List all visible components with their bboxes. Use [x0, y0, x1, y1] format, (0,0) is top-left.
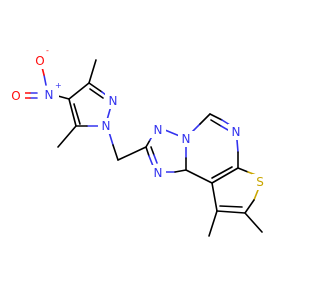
bond-triazole-c2-n1-c: [145, 146, 150, 157]
bond-pyrazole-c3-c4: [68, 82, 90, 100]
bond-n1-ch2-c: [112, 144, 119, 161]
triazole-n4-label: N: [182, 132, 191, 146]
bond-pyrimidine-c6a-c9a: [211, 167, 239, 184]
bond-c7-methyl: [244, 212, 263, 233]
bond-c8-methyl: [208, 210, 218, 237]
bond-nitro-o-top-n: [43, 74, 47, 86]
triazole-n1-label: N: [154, 166, 163, 180]
bond-thiophene-c6a-s-c: [237, 167, 249, 173]
bond-pyrimidine-n6-c6a-n: [236, 139, 239, 153]
bond-n1-ch2-n: [108, 131, 114, 146]
bond-triazole-c2-n1-double: [150, 146, 155, 156]
bond-pyrimidine-c5-n6-double-n: [220, 125, 229, 131]
bond-c5-methyl: [57, 125, 77, 148]
bond-pyrimidine-c5-n6-double: [210, 119, 222, 127]
bond-pyrazole-c4-c5-double: [73, 103, 81, 125]
bond-thiophene-s-c7-s: [253, 189, 259, 201]
bond-ch2-triazole-c2: [117, 146, 147, 161]
bond-thiophene-c7-c8: [216, 210, 246, 214]
nitro-oxygen-top-charge: -: [46, 46, 49, 55]
nitro-nitrogen-label: N: [45, 88, 54, 102]
thiophene-sulfur-label: S: [256, 175, 264, 189]
bond-pyrazole-c3-n2-inner: [89, 88, 104, 99]
pyrazole-n2-label: N: [109, 94, 118, 108]
bond-thiophene-c8-c9a: [211, 182, 218, 212]
bond-pyrimidine-n4-c5-c: [199, 113, 211, 125]
bond-triazole-c2-n1-double-n: [153, 154, 158, 164]
atom-labels: N + O - O N N N N N N S: [9, 46, 268, 190]
pyrazole-n1-label: N: [102, 119, 111, 133]
nitro-nitrogen-charge: +: [55, 81, 62, 90]
nitro-oxygen-top-label: O: [35, 54, 44, 68]
molecule-structure-diagram: N + O - O N N N N N N S: [9, 46, 268, 237]
bond-triazole-n1-c9b-c: [174, 169, 187, 173]
bond-pyrimidine-c9a-c9b: [185, 169, 213, 184]
bond-c3-methyl: [88, 59, 97, 84]
nitro-oxygen-bottom-label: O: [11, 89, 20, 103]
bond-triazole-c2-n1-n: [148, 155, 154, 167]
pyrimidine-n-label: N: [232, 125, 241, 139]
bond-c4-nitro: [57, 95, 70, 100]
triazole-n3-label: N: [154, 123, 163, 137]
bond-pyrazole-c4-c5: [68, 98, 77, 127]
bond-thiophene-c7-c8-double: [219, 205, 243, 208]
bond-triazole-c2-n3: [145, 139, 151, 148]
bond-pyrimidine-c6a-c9a-double: [211, 166, 233, 179]
bond-thiophene-s-c7-c: [244, 199, 255, 214]
bond-pyrimidine-c5-n6-c: [209, 113, 223, 121]
bond-pyrazole-c3-n2-double: [88, 82, 103, 93]
